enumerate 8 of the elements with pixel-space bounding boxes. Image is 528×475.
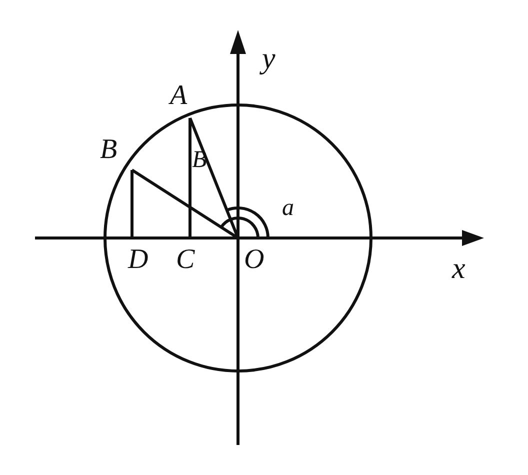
point-label: A [170,82,188,110]
point-label: O [244,246,264,274]
point-label: B [100,136,118,164]
point-label: D [128,246,148,274]
axis-label: y [262,44,276,74]
point-label: C [176,246,195,274]
angle-label: a [282,196,294,220]
axis-label: x [452,254,466,284]
